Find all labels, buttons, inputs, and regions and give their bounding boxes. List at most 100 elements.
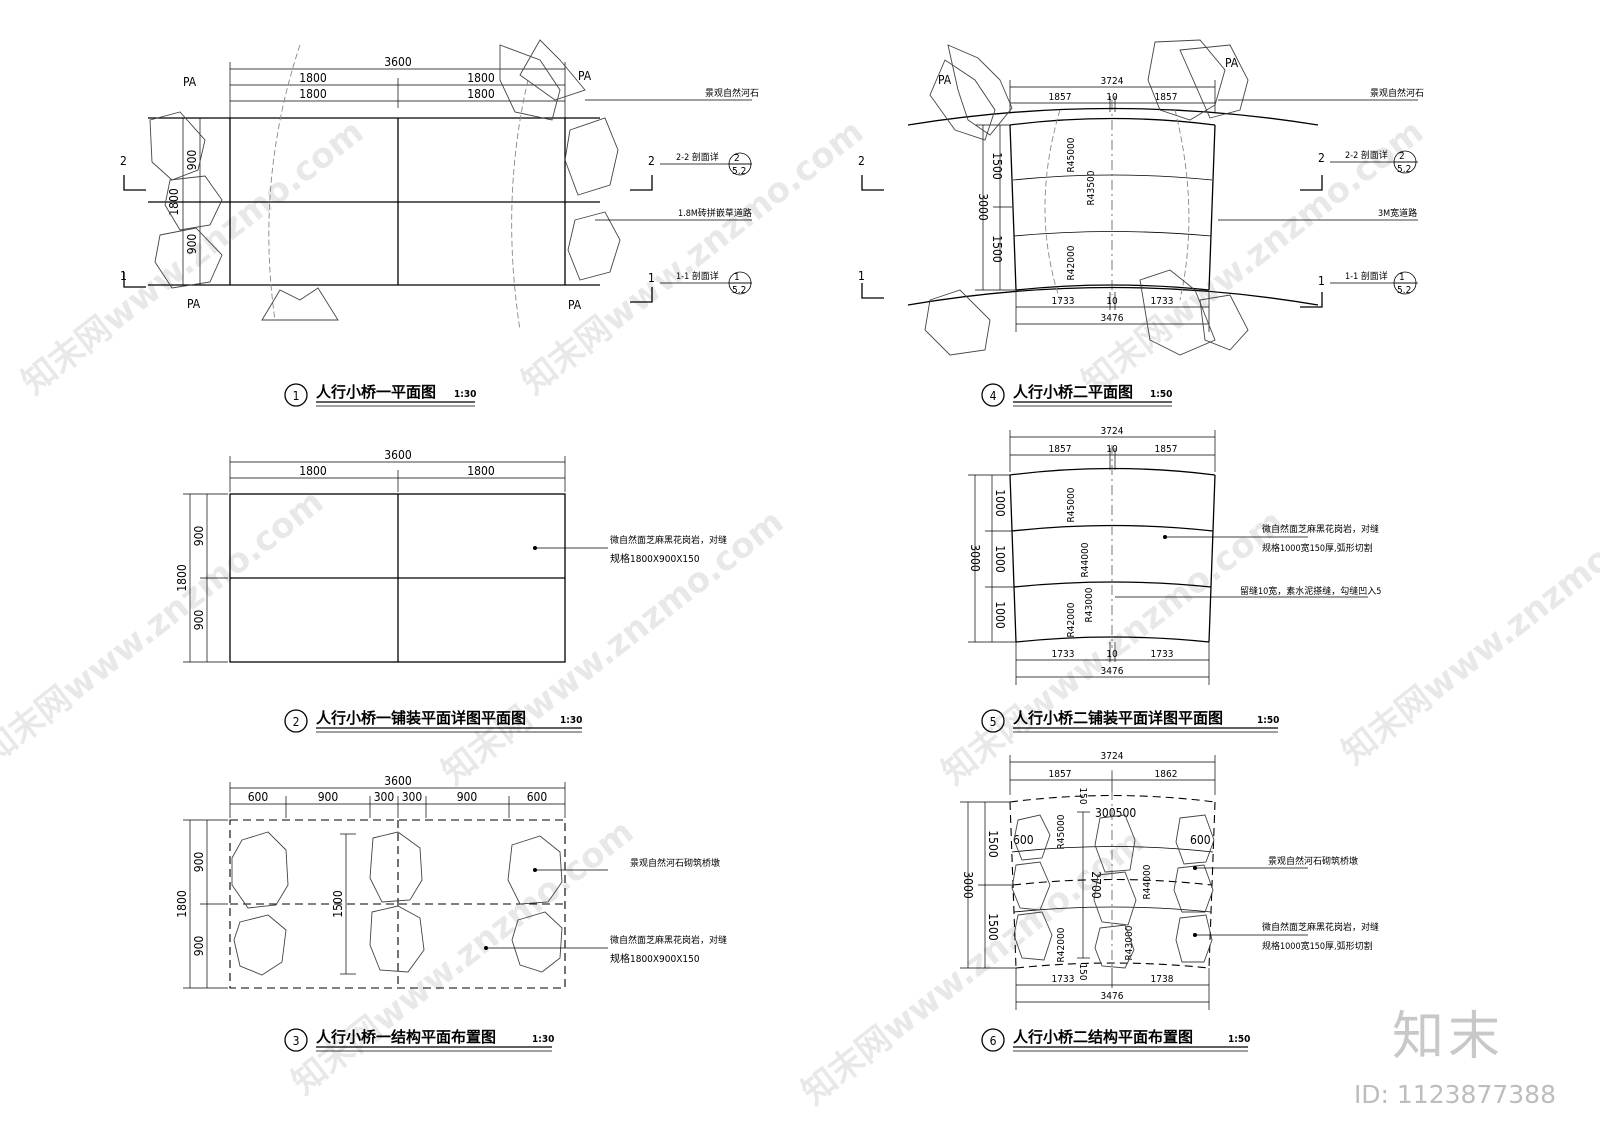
plan4: 3724 1857 10 1857 1733 10 1733 3476 3000… [858, 39, 1424, 407]
plan4-note-sec11: 1-1 剖面详 [1345, 270, 1388, 282]
plan4-dim-v-bottom: 1500 [990, 235, 1004, 263]
plan6-dim-top-l: 1857 [1049, 769, 1072, 780]
plan1-dim-total: 3600 [384, 55, 412, 69]
plan1-note-road: 1.8M砖拼嵌草道路 [678, 207, 752, 219]
plan1-dim-right2: 1800 [467, 87, 495, 101]
plan6-dim-150b: 150 [1077, 963, 1088, 980]
plan4-r1: R45000 [1066, 137, 1077, 172]
plan4-sec1-left: 1 [858, 269, 865, 283]
plan4-dim-v-top: 1500 [990, 152, 1004, 180]
plan2-dim-left: 1800 [299, 464, 327, 478]
plan6-r2: R44000 [1142, 864, 1153, 899]
plan1-pa-tl: PA [183, 75, 197, 89]
plan3-dim-2: 900 [318, 790, 339, 804]
plan6-note-line1: 微自然面芝麻黑花岗岩，对缝 [1262, 921, 1379, 933]
plan2: 3600 1800 1800 1800 900 900 微自然面芝麻黑花岗岩，对… [175, 448, 727, 733]
plan6-dim-v-top: 1500 [986, 830, 1000, 858]
plan3-title-no: 3 [293, 1034, 300, 1048]
plan3-dim-total: 3600 [384, 774, 412, 788]
plan5-dim-v-1: 1000 [993, 489, 1007, 517]
plan5-dim-bot-r: 1733 [1151, 649, 1174, 660]
plan4-dim-bot: 3476 [1101, 313, 1124, 324]
plan4-dim-bot-l: 1733 [1052, 296, 1075, 307]
plan4-note-sec22: 2-2 剖面详 [1345, 149, 1388, 161]
plan3-dim-v-total: 1800 [175, 890, 189, 918]
plan6-dim-v-total: 3000 [961, 871, 975, 899]
plan1-ref11-top: 1 [734, 272, 740, 283]
plan1-title: 人行小桥一平面图 [316, 383, 436, 401]
plan5-dim-top-r: 1857 [1155, 444, 1178, 455]
plan1-dim-right: 1800 [467, 71, 495, 85]
plan5-scale: 1:50 [1257, 715, 1279, 726]
plan5-note-line1: 微自然面芝麻黑花岗岩，对缝 [1262, 523, 1379, 535]
plan3-note-line2: 规格1800X900X150 [610, 952, 700, 965]
plan6-r1: R45000 [1056, 814, 1067, 849]
plan1-ref22-sheet: 5.2 [732, 166, 746, 177]
plan3-dim-1: 600 [248, 790, 269, 804]
plan4-r3: R42000 [1066, 245, 1077, 280]
plan6-note-line2: 规格1000宽150厚,弧形切割 [1262, 940, 1373, 952]
plan1-title-no: 1 [293, 389, 300, 403]
plan4-sec2-right: 2 [1318, 151, 1325, 165]
plan5-r3: R43000 [1084, 587, 1095, 622]
plan3-dim-pier: 1500 [331, 890, 345, 918]
plan1-ref11-sheet: 5.2 [732, 285, 746, 296]
plan5-dim-bot-l: 1733 [1052, 649, 1075, 660]
plan4-dim-bot-m: 10 [1106, 296, 1118, 307]
plan4-scale: 1:50 [1150, 389, 1172, 400]
plan1: 3600 1800 1800 1800 1800 1800 900 900 [120, 39, 759, 407]
plan3-note-rock: 景观自然河石砌筑桥墩 [630, 857, 720, 869]
plan6-note-rock: 景观自然河石砌筑桥墩 [1268, 855, 1358, 867]
plan2-dim-total: 3600 [384, 448, 412, 462]
plan5-title: 人行小桥二铺装平面详图平面图 [1013, 709, 1223, 727]
plan4-sec2-left: 2 [858, 154, 865, 168]
plan5-dim-top: 3724 [1101, 426, 1124, 437]
plan3-dim-v-top: 900 [192, 852, 206, 873]
plan3-title: 人行小桥一结构平面布置图 [316, 1028, 496, 1046]
plan4-ref11-sheet: 5.2 [1397, 285, 1411, 296]
plan1-dim-left2: 1800 [299, 87, 327, 101]
plan4-title: 人行小桥二平面图 [1013, 383, 1133, 401]
plan2-dim-v-bottom: 900 [192, 610, 206, 631]
plan4-pa-left: PA [938, 73, 952, 87]
watermark-id: ID: 1123877388 [1353, 1080, 1556, 1109]
plan2-dim-right: 1800 [467, 464, 495, 478]
plan4-pa-right: PA [1225, 56, 1239, 70]
plan3: 3600 600 900 300 300 900 600 1800 900 90… [175, 774, 727, 1052]
plan6-scale: 1:50 [1228, 1034, 1250, 1045]
plan1-note-rock: 景观自然河石 [705, 87, 759, 99]
plan5-dim-v-total: 3000 [968, 544, 982, 572]
plan5-r4: R42000 [1066, 602, 1077, 637]
plan2-scale: 1:30 [560, 715, 582, 726]
plan2-title-no: 2 [293, 715, 300, 729]
plan6-title-no: 6 [990, 1034, 997, 1048]
plan6-dim-bot-l: 1733 [1052, 974, 1075, 985]
plan2-note-line1: 微自然面芝麻黑花岗岩，对缝 [610, 534, 727, 546]
plan6-dim-600r: 600 [1190, 833, 1211, 847]
plan1-scale: 1:30 [454, 389, 476, 400]
plan1-note-sec22: 2-2 剖面详 [676, 151, 719, 163]
plan1-pa-tr: PA [578, 69, 592, 83]
plan1-ref22-top: 2 [734, 153, 740, 164]
plan4-sec1-right: 1 [1318, 274, 1325, 288]
plan4-note-road: 3M宽道路 [1378, 207, 1417, 219]
plan5-dim-bot: 3476 [1101, 666, 1124, 677]
plan6-r4: R42000 [1056, 927, 1067, 962]
plan1-pa-bl: PA [187, 297, 201, 311]
plan3-note-line1: 微自然面芝麻黑花岗岩，对缝 [610, 934, 727, 946]
plan3-scale: 1:30 [532, 1034, 554, 1045]
plan4-dim-top: 3724 [1101, 76, 1124, 87]
plan6-dim-v-bottom: 1500 [986, 913, 1000, 941]
plan4-dim-bot-r: 1733 [1151, 296, 1174, 307]
plan4-dim-top-l: 1857 [1049, 92, 1072, 103]
plan4-dim-top-m: 10 [1106, 92, 1118, 103]
plan6-dim-150a: 150 [1077, 787, 1088, 804]
plan5-dim-top-l: 1857 [1049, 444, 1072, 455]
plan3-dim-4: 300 [402, 790, 423, 804]
plan6: 3724 1857 1862 1733 1738 3476 3000 1500 … [960, 751, 1379, 1052]
watermark-logo: 知末 [1391, 1007, 1504, 1067]
plan4-ref22-sheet: 5.2 [1397, 164, 1411, 175]
plan4-ref22-top: 2 [1399, 151, 1405, 162]
plan3-dim-v-bottom: 900 [192, 936, 206, 957]
